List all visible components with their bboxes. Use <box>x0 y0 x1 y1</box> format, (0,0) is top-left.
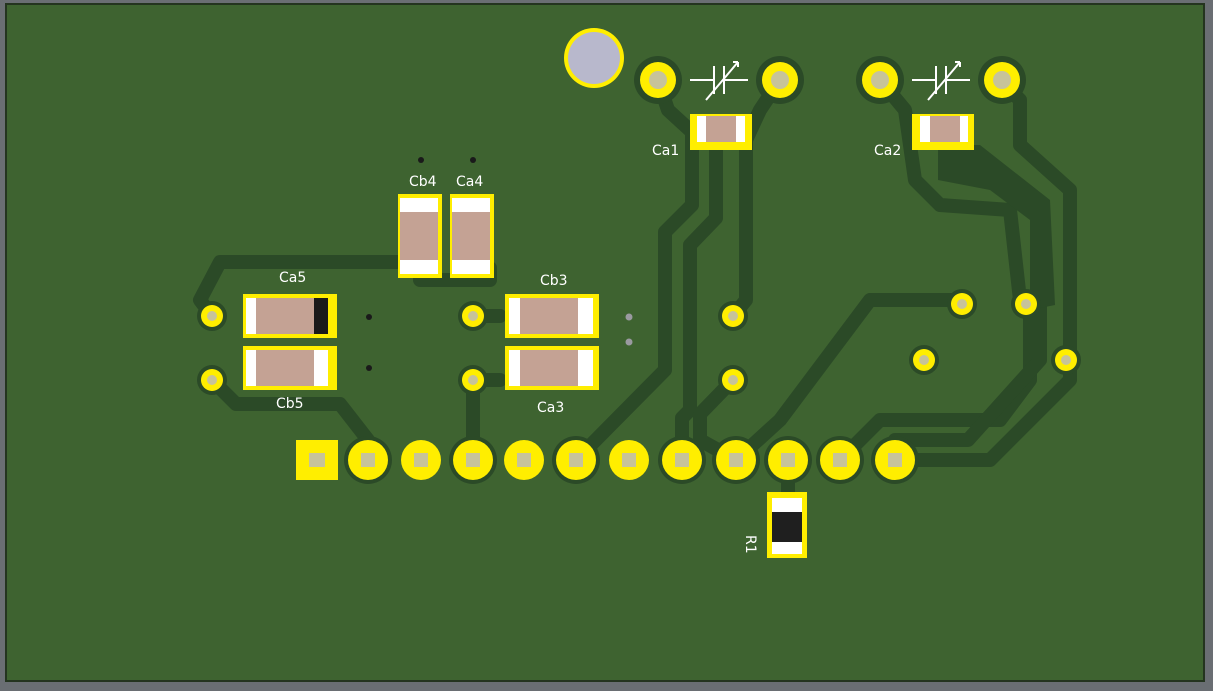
header-pin <box>504 440 544 480</box>
board-substrate <box>5 3 1205 682</box>
header-pin <box>401 440 441 480</box>
header-pin-1 <box>296 440 338 480</box>
via <box>470 157 476 163</box>
trace <box>873 73 1027 307</box>
trimmer-pads <box>634 56 1026 104</box>
header-pin <box>344 436 392 484</box>
pad <box>634 56 682 104</box>
capacitor-cb5 <box>243 346 337 390</box>
pad <box>458 301 488 331</box>
pad <box>718 365 748 395</box>
capacitor-ca5 <box>243 294 337 338</box>
capacitor-ca4 <box>450 194 494 278</box>
capacitor-ca3 <box>505 346 599 390</box>
pad <box>1051 345 1081 375</box>
header-pin <box>609 440 649 480</box>
label-r1: R1 <box>742 535 758 554</box>
trace <box>888 73 1077 467</box>
variable-capacitor-icon <box>912 61 970 101</box>
label-cb3: Cb3 <box>540 273 568 289</box>
via <box>366 365 372 371</box>
label-ca2: Ca2 <box>874 143 901 159</box>
pad <box>947 289 977 319</box>
label-cb4: Cb4 <box>409 174 437 190</box>
header-pin <box>712 436 760 484</box>
header-pin <box>552 436 600 484</box>
pad <box>978 56 1026 104</box>
pad <box>909 345 939 375</box>
label-ca3: Ca3 <box>537 400 564 416</box>
capacitor-cb4 <box>398 194 442 278</box>
pad <box>856 56 904 104</box>
trace <box>833 303 1037 467</box>
trace <box>729 293 969 467</box>
header-pin <box>764 436 812 484</box>
mounting-hole <box>564 28 624 88</box>
variable-capacitor-icon <box>690 61 748 101</box>
resistor-r1 <box>767 492 807 558</box>
header-pin <box>658 436 706 484</box>
pad <box>1011 289 1041 319</box>
label-ca4: Ca4 <box>456 174 483 190</box>
vias <box>366 157 633 371</box>
through-hole-pads <box>197 289 1081 395</box>
pad <box>458 365 488 395</box>
trace <box>675 133 723 467</box>
label-cb5: Cb5 <box>276 396 304 412</box>
capacitor-ca2 <box>912 114 974 150</box>
label-ca1: Ca1 <box>652 143 679 159</box>
via <box>366 314 372 320</box>
capacitor-ca1 <box>690 114 752 150</box>
header-pin <box>449 436 497 484</box>
pad <box>197 301 227 331</box>
pad <box>756 56 804 104</box>
trace <box>569 73 699 467</box>
header-pin <box>816 436 864 484</box>
header-connector <box>296 436 919 484</box>
capacitor-cb3 <box>505 294 599 338</box>
copper-pour <box>938 145 1055 310</box>
pad <box>197 365 227 395</box>
pad <box>718 301 748 331</box>
via <box>625 338 633 346</box>
via <box>418 157 424 163</box>
via <box>625 313 633 321</box>
label-ca5: Ca5 <box>279 270 306 286</box>
header-pin <box>871 436 919 484</box>
